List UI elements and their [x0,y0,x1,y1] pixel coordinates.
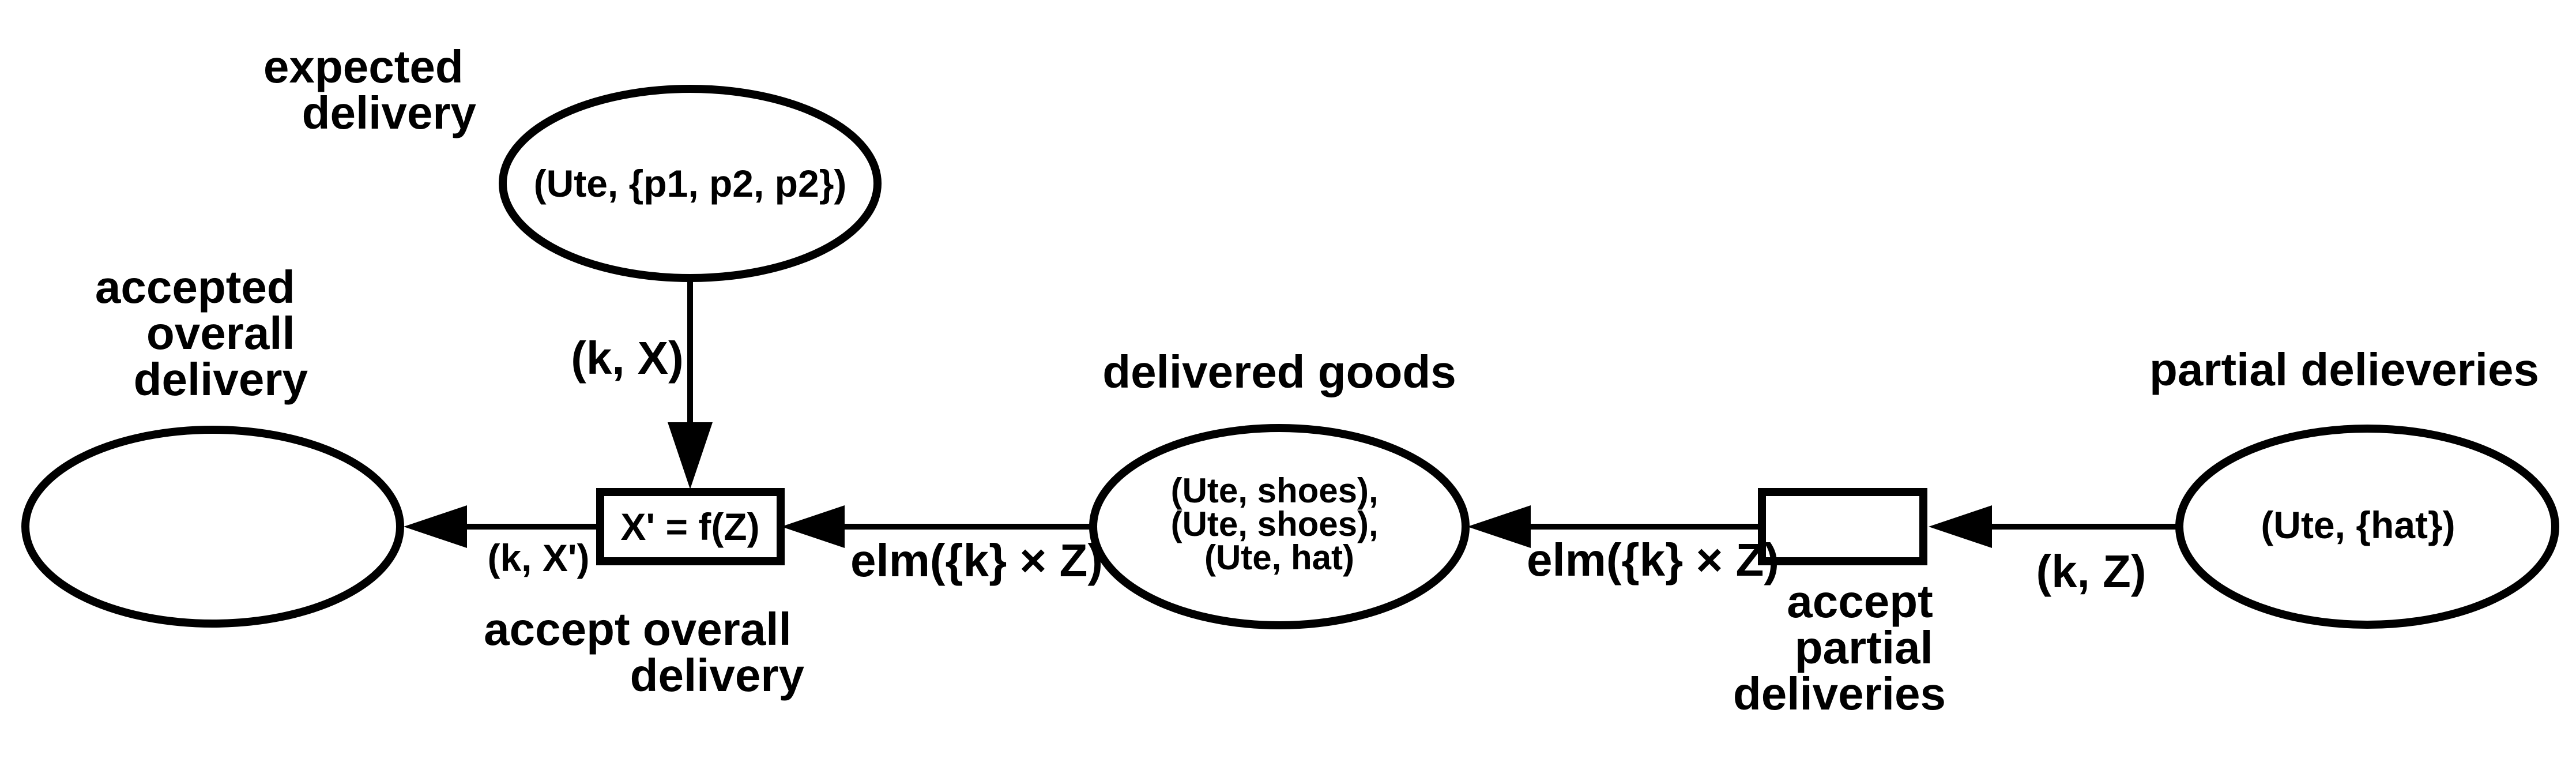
arrowhead-into-accept-overall-top [668,422,713,489]
tokens-partial-deliveries: (Ute, {hat}) [2261,504,2455,546]
place-accepted-overall-delivery [21,426,404,628]
inscription-accept-overall-delivery: X' = f(Z) [620,505,759,548]
label-accept-overall-delivery: accept overall delivery [484,603,804,701]
place-delivered-goods [1089,424,1470,629]
arrowhead-into-accepted-place [404,505,467,548]
label-delivered-goods: delivered goods [1102,346,1456,397]
arc-label-elm-partial: elm({k} × Z) [1527,534,1779,585]
arc-label-k-x: (k, X) [571,332,684,384]
arrowhead-into-delivered-goods [1467,505,1531,548]
place-expected-delivery [499,85,882,282]
label-expected-delivery: expected delivery [263,41,477,138]
arrowhead-into-accept-overall-right [781,505,845,548]
transition-accept-overall-delivery [596,488,785,565]
arrowhead-into-accept-partial [1929,505,1992,548]
arc-label-elm-overall: elm({k} × Z) [850,535,1103,586]
place-partial-deliveries [2175,425,2559,629]
tokens-expected-delivery: (Ute, {p1, p2, p2}) [534,162,847,205]
arc-label-k-z: (k, Z) [2036,546,2146,597]
tokens-delivered-goods: (Ute, shoes), (Ute, shoes), (Ute, hat) [1171,471,1388,577]
label-accepted-overall-delivery: accepted overall delivery [95,261,308,405]
transition-accept-partial-deliveries [1758,488,1927,565]
label-accept-partial-deliveries: accept partial deliveries [1733,576,1946,719]
label-partial-deliveries: partial delieveries [2149,344,2539,395]
arc-label-k-x-prime: (k, X') [487,536,589,579]
